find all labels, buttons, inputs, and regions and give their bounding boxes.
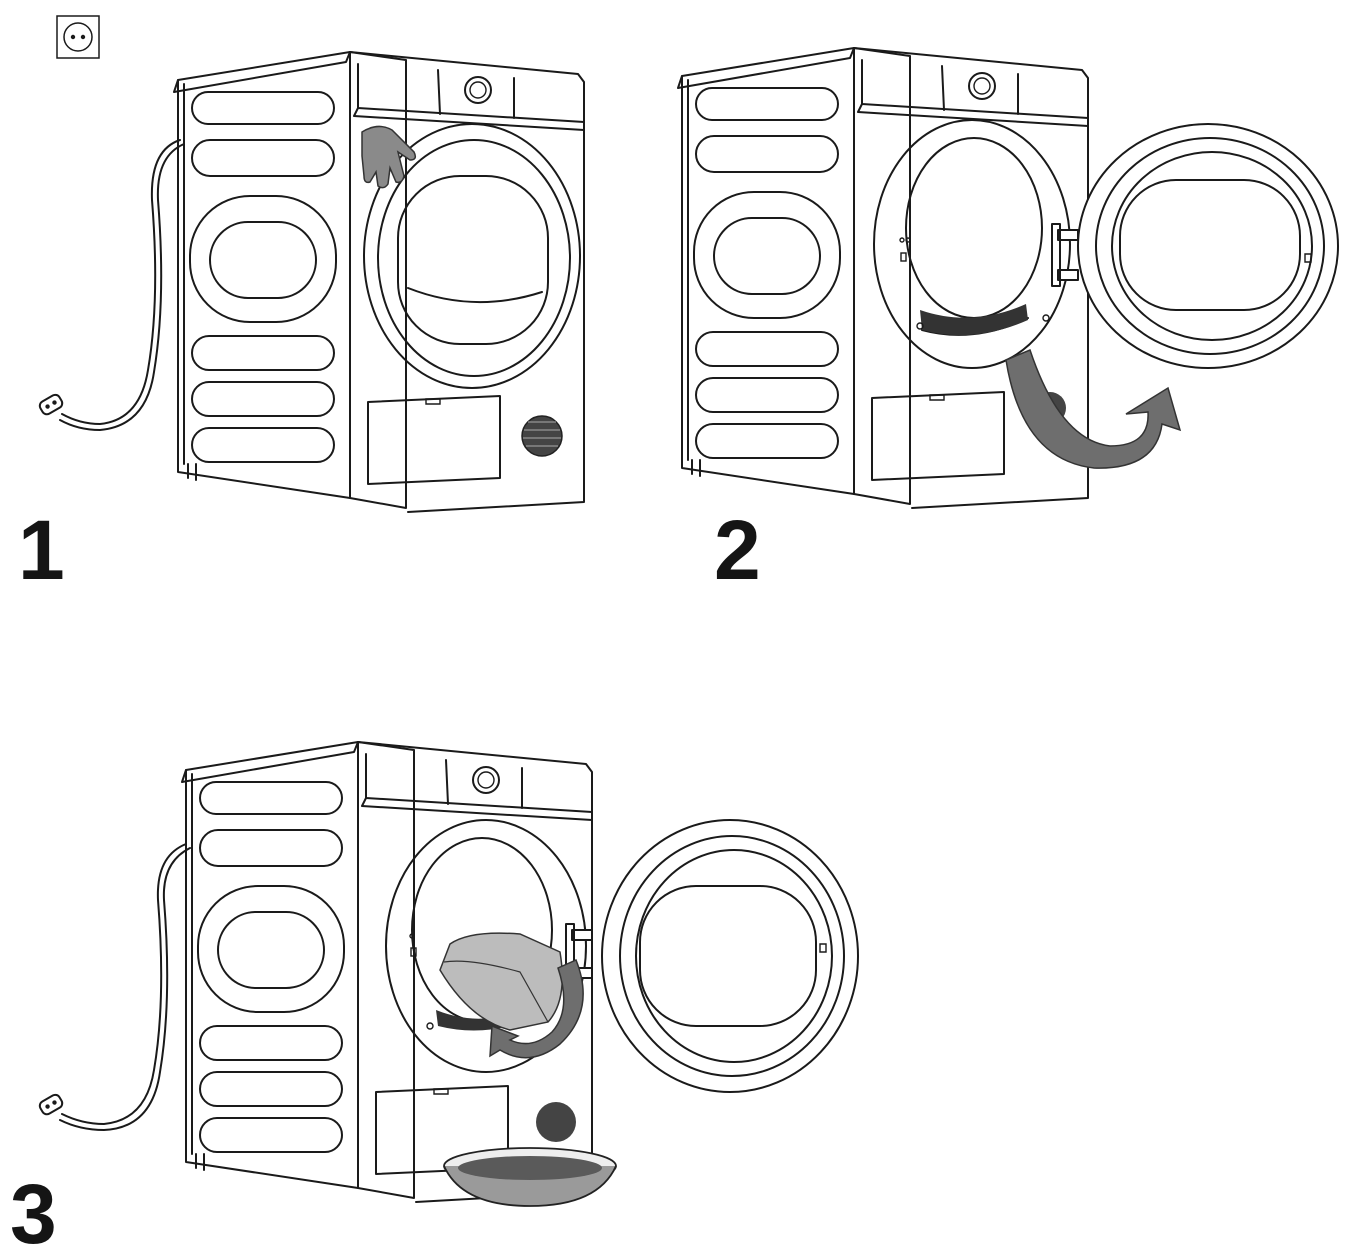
plug-icon <box>38 1093 64 1116</box>
curved-arrow-icon <box>1005 348 1182 469</box>
plug-icon <box>38 393 64 416</box>
step-1-number: 1 <box>18 503 65 597</box>
vent-grille <box>536 1102 576 1142</box>
step-3-number: 3 <box>10 1167 57 1251</box>
drip-tray-icon <box>443 1147 617 1207</box>
step2-illustration <box>677 47 1089 509</box>
lint-filter <box>439 932 563 1031</box>
open-door <box>1077 123 1339 369</box>
power-socket-icon <box>56 15 100 59</box>
power-cord <box>61 139 181 425</box>
curved-arrow-icon <box>489 958 584 1059</box>
vent-grille <box>521 415 563 457</box>
step1-illustration <box>173 51 585 513</box>
hand-icon <box>361 125 417 189</box>
open-door <box>601 819 859 1093</box>
step-2-number: 2 <box>714 503 761 597</box>
